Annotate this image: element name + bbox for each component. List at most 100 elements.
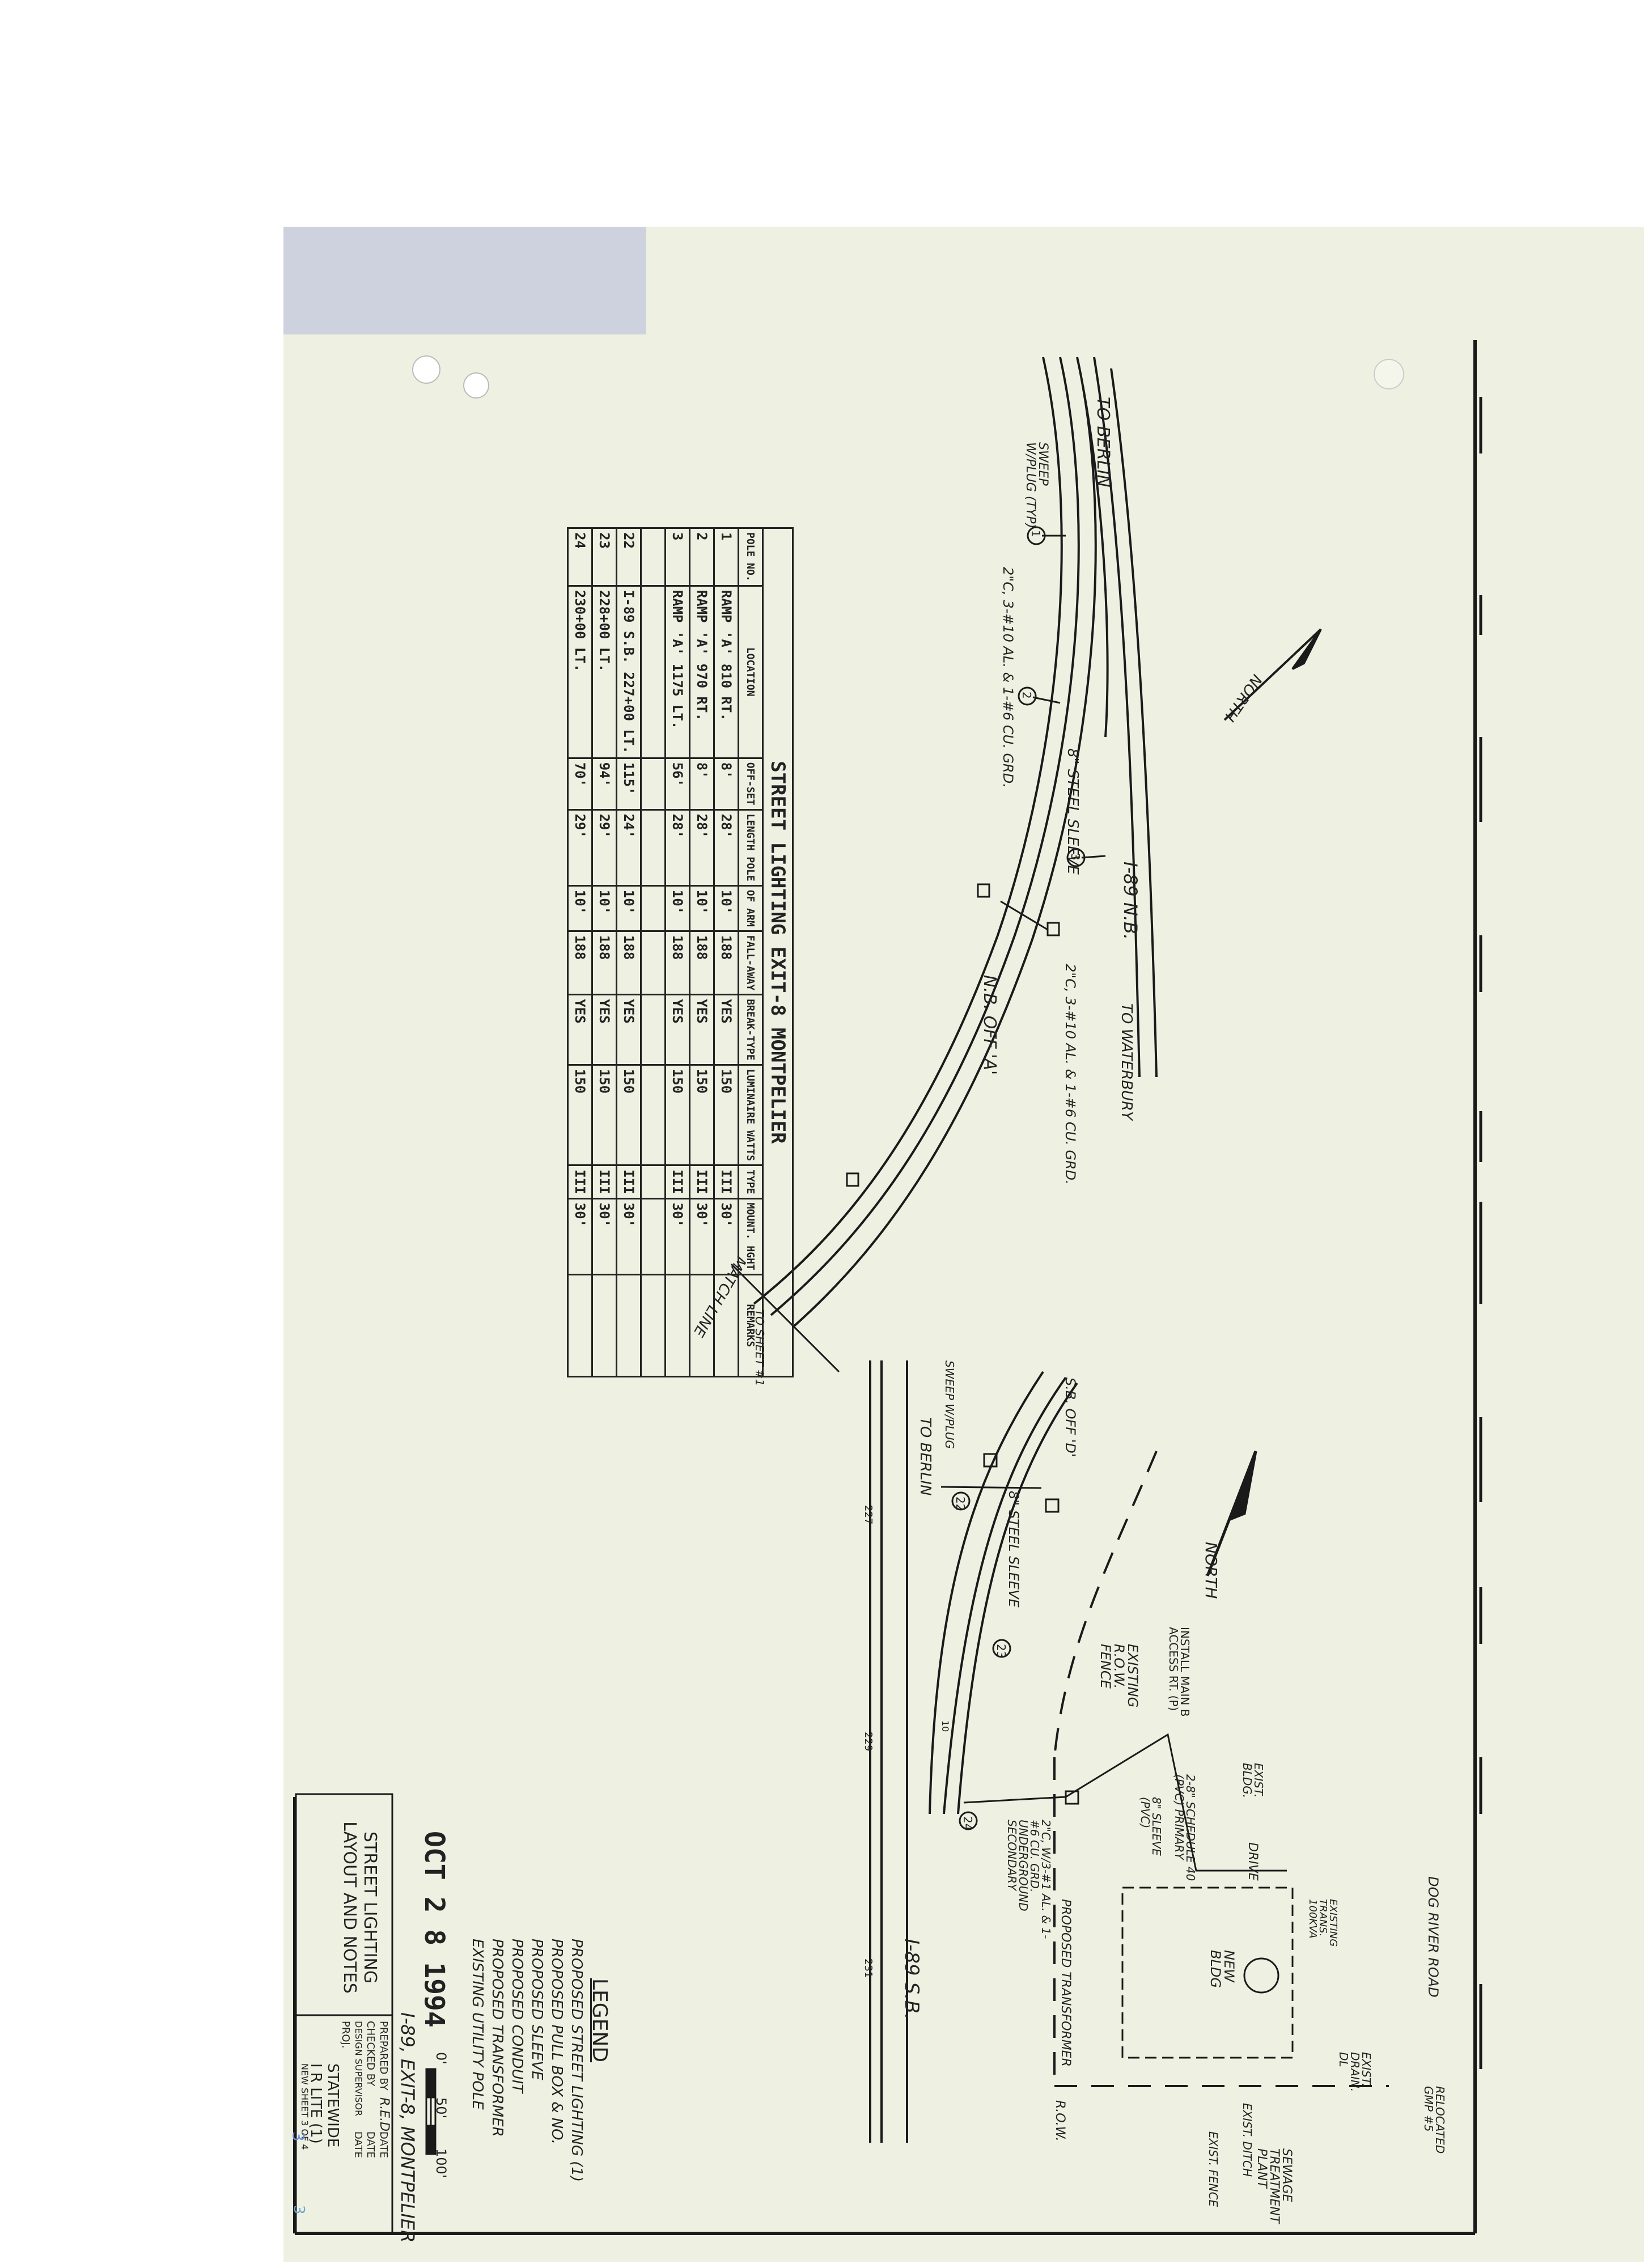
table-cell: YES <box>567 994 592 1065</box>
corner-number: 3 <box>290 2205 307 2215</box>
date-stamp: OCT 2 8 1994 <box>418 1831 450 2028</box>
label-new-bldg: NEW BLDG <box>1207 1950 1237 1988</box>
sheet-title: STREET LIGHTING LAYOUT AND NOTES <box>340 1821 380 1994</box>
table-cell: 2 <box>689 528 714 586</box>
legend-item: PROPOSED TRANSFORMER <box>489 1939 506 2137</box>
label-proposed-transformer: PROPOSED TRANSFORMER <box>1058 1899 1073 2067</box>
station-229: 229 <box>862 1732 874 1752</box>
table-cell: 150 <box>592 1065 617 1165</box>
table-cell <box>641 1274 666 1377</box>
checked-by: CHECKED BY <box>365 2021 376 2087</box>
pole-number: 24 <box>961 1816 974 1831</box>
table-cell: YES <box>714 994 739 1065</box>
table-cell <box>641 758 666 810</box>
label-match-sheet: TO SHEET #1 <box>753 1309 766 1387</box>
title-block-lines <box>295 1793 393 2235</box>
label-dog-river: DOG RIVER ROAD <box>1425 1876 1441 1998</box>
station-231: 231 <box>862 1958 874 1978</box>
table-header: FALL-AWAY <box>738 931 763 995</box>
north-arrow-icon <box>1223 628 1322 721</box>
table-cell: III <box>567 1165 592 1199</box>
table-cell: 188 <box>689 931 714 995</box>
table-row: 2 RAMP 'A' 970 RT. 8' 28' 10' 188 YES 15… <box>689 528 714 1377</box>
table-cell: 30' <box>567 1198 592 1275</box>
label-sweep-2: SWEEP W/PLUG <box>943 1360 956 1449</box>
legend-item: PROPOSED STREET LIGHTING (1) <box>568 1939 585 2182</box>
label-north-2: NORTH <box>1202 1542 1221 1599</box>
table-cell <box>641 586 666 758</box>
label-nb-off-a: N.B. OFF 'A' <box>980 975 999 1075</box>
proj-statewide: STATEWIDE <box>324 2063 341 2148</box>
table-header: BREAK-TYPE <box>738 994 763 1065</box>
proj-number: I R LITE (1) <box>307 2063 324 2144</box>
table-cell <box>641 528 666 586</box>
table-row <box>641 528 666 1377</box>
label-exist-drain: EXIST. DRAIN. DL <box>1337 2052 1373 2092</box>
table-header: OFF-SET <box>738 758 763 810</box>
north-arrow-icon <box>1206 1451 1257 1576</box>
table-cell: 28' <box>689 809 714 886</box>
table-cell: 188 <box>714 931 739 995</box>
table-row: 1 RAMP 'A' 810 RT. 8' 28' 10' 188 YES 15… <box>714 528 739 1377</box>
table-cell: 10' <box>592 885 617 931</box>
station-10: 10 <box>940 1720 951 1732</box>
match-line <box>730 1263 840 1373</box>
table-cell: 28' <box>714 809 739 886</box>
pole-number: 1 <box>1029 530 1043 537</box>
design-supervisor: DESIGN SUPERVISOR <box>353 2021 364 2117</box>
table-cell: 10' <box>714 885 739 931</box>
table-cell: 24' <box>616 809 641 886</box>
table-cell <box>641 1198 666 1275</box>
sheet-number: 3 <box>289 2131 308 2142</box>
table-cell: 3 <box>665 528 690 586</box>
proj-label: PROJ. <box>340 2021 351 2049</box>
label-conduit-2: 2"C, 3-#10 AL. & 1-#6 CU. GRD. <box>1062 964 1078 1185</box>
table-cell: 8' <box>689 758 714 810</box>
table-cell: 188 <box>616 931 641 995</box>
table-cell <box>665 1274 690 1377</box>
date-label: DATE <box>365 2131 376 2158</box>
table-cell <box>641 931 666 995</box>
prepared-initials: R.E.D. <box>377 2097 391 2136</box>
table-cell: 10' <box>689 885 714 931</box>
label-primary: 2-8" SCHEDULE 40 (PVC) PRIMARY <box>1172 1774 1197 1881</box>
table-cell <box>641 885 666 931</box>
prepared-by: PREPARED BY <box>378 2021 389 2091</box>
date-label: DATE <box>378 2131 389 2158</box>
table-header: LOCATION <box>738 586 763 758</box>
label-exist-fence: EXIST. FENCE <box>1206 2131 1220 2207</box>
table-cell: 228+00 LT. <box>592 586 617 758</box>
scale-label: 100' <box>433 2148 449 2178</box>
light-poles-lower <box>940 1453 1287 1872</box>
table-cell: 188 <box>592 931 617 995</box>
table-header-row: POLE NO. LOCATION OFF-SET LENGTH POLE OF… <box>738 528 763 1377</box>
table-cell: I-89 S.B. 227+00 LT. <box>616 586 641 758</box>
table-cell: 150 <box>665 1065 690 1165</box>
legend-item: PROPOSED PULL BOX & NO. <box>548 1939 565 2144</box>
label-to-waterbury: TO WATERBURY <box>1118 1003 1135 1121</box>
table-cell <box>641 1165 666 1199</box>
pole-number: 3 <box>1069 853 1082 860</box>
table-cell: 30' <box>592 1198 617 1275</box>
table-cell <box>641 994 666 1065</box>
table-cell: 28' <box>665 809 690 886</box>
table-cell: 94' <box>592 758 617 810</box>
table-cell: 30' <box>616 1198 641 1275</box>
label-existing-fence: EXISTING R.O.W. FENCE <box>1098 1644 1141 1708</box>
table-cell: 70' <box>567 758 592 810</box>
table-cell: 30' <box>665 1198 690 1275</box>
label-sewage-plant: SEWAGE TREATMENT PLANT <box>1255 2148 1294 2224</box>
table-header: LENGTH POLE <box>738 809 763 886</box>
table-cell <box>641 1065 666 1165</box>
transformer-icon <box>1243 1957 1279 1994</box>
table-cell: 188 <box>665 931 690 995</box>
label-install-main: INSTALL MAIN B ACCESS RT. (P) <box>1167 1627 1192 1717</box>
station-227: 227 <box>862 1505 874 1525</box>
table-cell: 10' <box>665 885 690 931</box>
table-cell: III <box>689 1165 714 1199</box>
table-cell: 23 <box>592 528 617 586</box>
table-cell: RAMP 'A' 1175 LT. <box>665 586 690 758</box>
upper-roadway <box>753 357 1158 1328</box>
table-cell <box>616 1274 641 1377</box>
